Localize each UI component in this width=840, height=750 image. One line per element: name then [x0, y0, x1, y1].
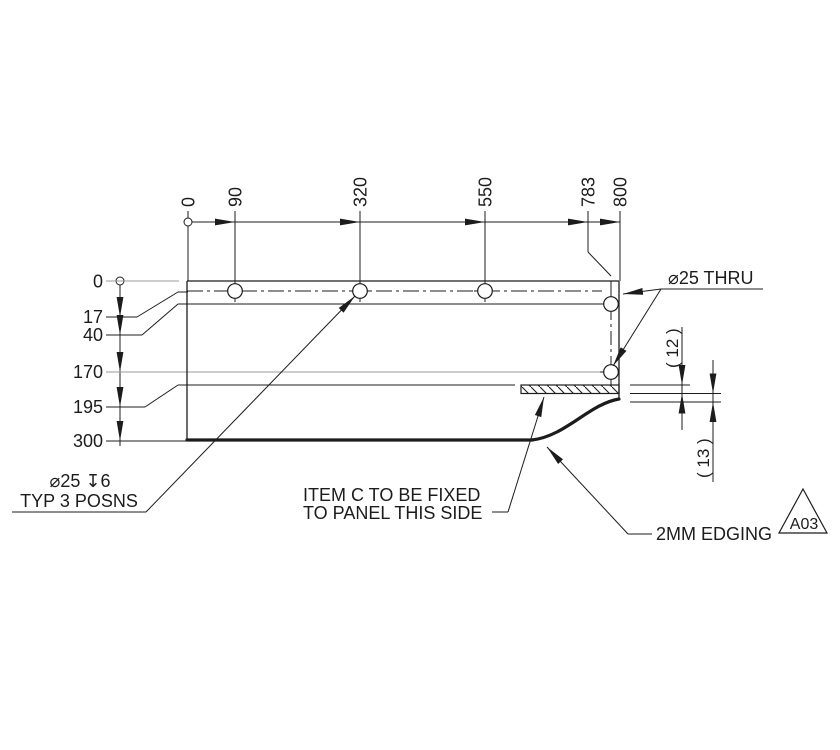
ordinate-origin-marker-top	[183, 217, 193, 227]
revision-label: A03	[790, 516, 819, 533]
note-thru-holes: ⌀25 THRU	[612, 268, 763, 367]
left-ordinate-label: 40	[83, 325, 103, 345]
revision-marker: A03	[777, 487, 829, 534]
edging-leader	[546, 446, 629, 535]
top-ordinate-label: 90	[226, 187, 246, 207]
leader-195-jog	[144, 384, 179, 408]
leader-40-jog	[141, 303, 179, 336]
blind-hole-90	[227, 283, 243, 299]
note-edging: 2MM EDGING	[546, 446, 772, 544]
reference-dimensions: ( 12 ) ( 13 )	[630, 327, 721, 482]
left-ordinate-label: 300	[73, 431, 103, 451]
dim12-label: ( 12 )	[663, 328, 682, 368]
item-c-hatched-strip	[520, 384, 620, 395]
revision-triangle	[777, 487, 829, 534]
dim13-label: ( 13 )	[694, 438, 713, 478]
left-ordinate-label: 0	[93, 272, 103, 292]
top-ordinate-label: 320	[351, 177, 371, 207]
left-ordinate-label: 195	[73, 397, 103, 417]
top-ordinate-label: 800	[611, 177, 631, 207]
blind-hole-320	[352, 283, 368, 299]
note-blind-holes: ⌀25 ↧6 TYP 3 POSNS	[12, 295, 356, 513]
thru-holes-leader-upper	[622, 288, 662, 295]
left-ordinate-label: 170	[73, 362, 103, 382]
panel-outline	[185, 280, 621, 442]
blind-holes-label-line2: TYP 3 POSNS	[20, 491, 138, 511]
item-c-label-line2: TO PANEL THIS SIDE	[303, 503, 482, 523]
blind-hole-550	[477, 283, 493, 299]
top-ordinate-label: 550	[476, 177, 496, 207]
thru-holes-label: ⌀25 THRU	[668, 268, 754, 288]
extension-jog-783	[587, 251, 612, 277]
thru-hole-783-40	[603, 296, 619, 312]
holes	[224, 280, 619, 383]
blind-holes-label-line1: ⌀25 ↧6	[50, 471, 111, 491]
thru-hole-783-170	[603, 364, 619, 380]
item-c-leader	[507, 396, 545, 513]
left-ordinate-label: 17	[83, 307, 103, 327]
left-ordinate-dimension: 0 17 40 170 195 300	[73, 272, 619, 451]
leader-17-jog	[136, 291, 179, 318]
panel-edging-curve	[530, 397, 621, 442]
top-ordinate-dimension: 0 90 320 550 783 800	[179, 177, 631, 284]
top-ordinate-label: 783	[579, 177, 599, 207]
top-ordinate-label: 0	[179, 197, 199, 207]
thru-holes-leader-lower	[612, 288, 662, 367]
item-c-label-line1: ITEM C TO BE FIXED	[303, 485, 480, 505]
edging-label: 2MM EDGING	[656, 524, 772, 544]
note-item-c: ITEM C TO BE FIXED TO PANEL THIS SIDE	[303, 396, 545, 523]
blind-holes-leader	[145, 295, 356, 513]
